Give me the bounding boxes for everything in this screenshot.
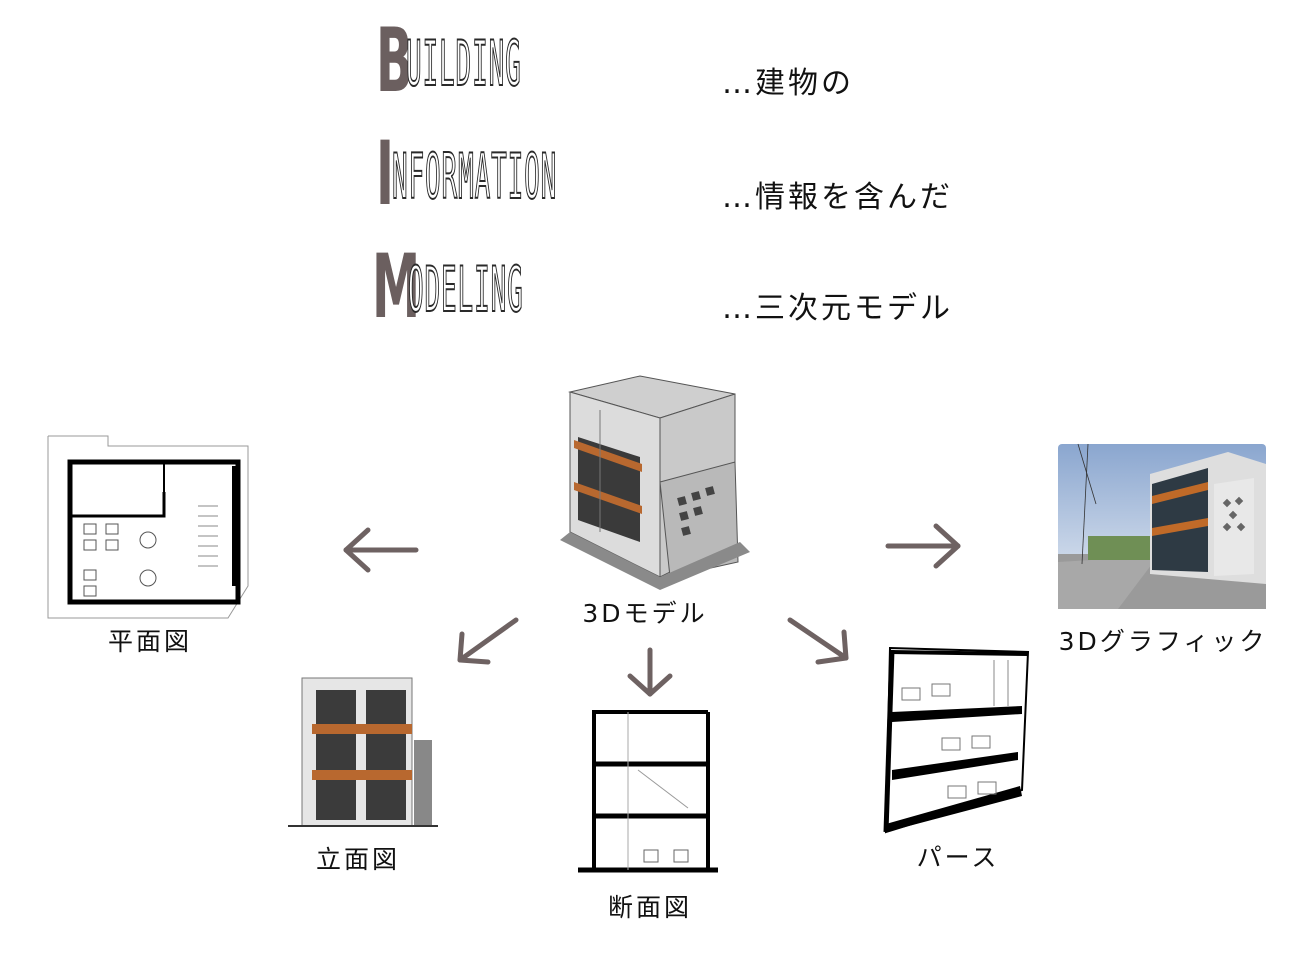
floor-plan-drawing	[47, 435, 249, 619]
label-elevation: 立面図	[315, 845, 400, 874]
label-3d-model: 3Dモデル	[582, 599, 708, 628]
title-word-building: B UILDING	[376, 9, 681, 112]
label-3d-graphic: 3Dグラフィック	[1058, 627, 1268, 656]
elevation-drawing	[288, 677, 438, 827]
title-initial-b: B	[376, 9, 413, 112]
arrow-left-to-plan	[343, 527, 419, 573]
section-drawing	[578, 710, 718, 873]
title-rest-information: NFORMATION	[392, 140, 558, 213]
title-rest-building: UILDING	[406, 27, 522, 100]
label-perspective: パース	[916, 843, 1000, 872]
label-section: 断面図	[607, 893, 692, 922]
gloss-information: …情報を含んだ	[722, 180, 953, 215]
title-word-information: I NFORMATION	[376, 122, 785, 225]
arrow-down-to-section	[627, 647, 673, 697]
gloss-building: …建物の	[722, 66, 854, 101]
arrow-down-left-to-elevation	[457, 617, 519, 665]
title-initial-i: I	[376, 122, 395, 225]
arrow-right-to-graphic	[885, 523, 961, 569]
title-word-modeling: M ODELING	[372, 235, 683, 338]
3d-graphic-render-image	[1058, 443, 1266, 609]
perspective-drawing	[883, 646, 1030, 834]
building-3d-model-image	[560, 375, 750, 590]
title-rest-modeling: ODELING	[408, 253, 524, 326]
title-initial-m: M	[372, 235, 421, 338]
arrow-down-right-to-perspective	[787, 617, 849, 665]
gloss-modeling: …三次元モデル	[722, 291, 953, 326]
label-plan: 平面図	[107, 627, 192, 656]
